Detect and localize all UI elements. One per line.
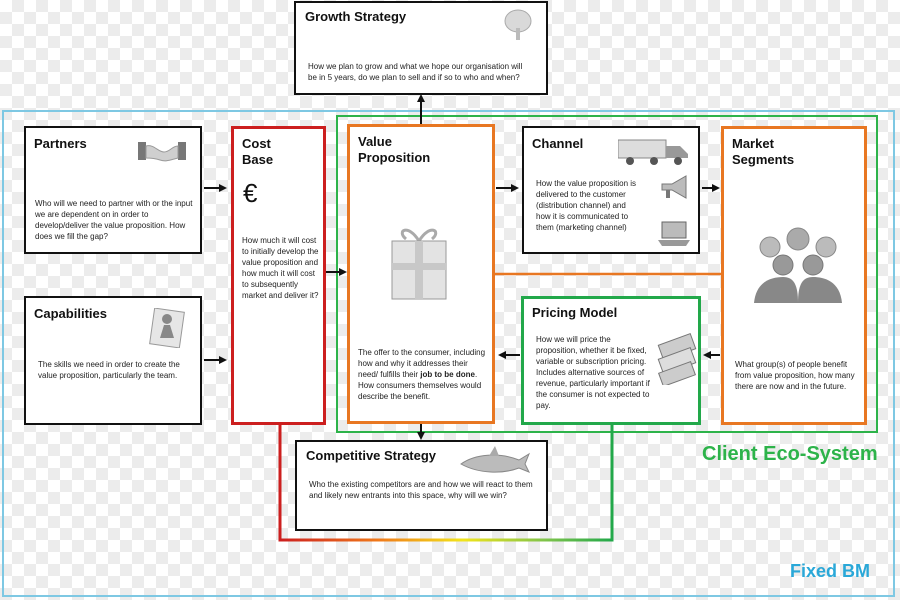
growth-strategy-desc: How we plan to grow and what we hope our… [308,62,523,82]
shark-icon [459,446,531,483]
value-proposition-desc: The offer to the consumer, including how… [358,347,488,402]
capabilities-desc: The skills we need in order to create th… [38,360,180,380]
fixed-bm-frame [2,110,895,597]
value-text-before: The offer to the consumer, including how… [358,348,486,379]
client-ecosystem-label: Client Eco-System [702,443,878,465]
competitive-strategy-title: Competitive Strategy [306,448,437,463]
market-segments-title: Market Segments [732,136,795,167]
growth-strategy-title: Growth Strategy [305,9,407,24]
partners-box: Partners Who will we need to partner wit… [24,126,202,254]
channel-title: Channel [532,136,584,151]
delivery-truck-icon [617,138,690,171]
euro-icon: € [243,178,258,208]
pricing-model-box: Pricing Model How we will price the prop… [521,296,701,425]
partners-desc: Who will we need to partner with or the … [35,199,193,241]
partners-title: Partners [34,136,87,151]
money-stack-icon [656,333,700,390]
channel-box: Channel How the value proposition is del… [522,126,700,254]
market-segments-desc: What group(s) of people benefit from val… [735,360,855,391]
competitive-strategy-desc: Who the existing competitors are and how… [309,480,533,500]
laptop-icon [656,220,692,253]
tree-icon [502,8,534,47]
person-figure-icon [148,307,186,353]
client-ecosystem-frame [336,115,878,433]
growth-strategy-box: Growth Strategy How we plan to grow and … [294,1,548,95]
channel-desc: How the value proposition is delivered t… [536,179,637,232]
gift-box-icon [386,219,452,308]
capabilities-title: Capabilities [34,306,107,321]
handshake-icon [138,138,186,171]
value-text-after: . How consumers themselves would describ… [358,370,482,401]
cost-base-title: Cost Base [242,136,274,167]
cost-base-box: Cost Base € How much it will cost to ini… [231,126,326,425]
cost-to-pricing-link [278,425,614,542]
market-segments-box: Market Segments What group(s) of people … [721,126,867,425]
value-text-bold: job to be done [420,370,475,379]
competitive-strategy-box: Competitive Strategy Who the existing co… [295,440,548,531]
megaphone-icon [660,174,690,205]
pricing-model-title: Pricing Model [532,305,618,320]
pricing-model-desc: How we will price the proposition, wheth… [536,335,650,410]
value-proposition-box: Value Proposition The offer to the consu… [347,124,495,424]
value-proposition-title: Value Proposition [358,134,431,165]
people-group-icon [750,225,846,308]
cost-base-desc: How much it will cost to initially devel… [242,236,319,300]
capabilities-box: Capabilities The skills we need in order… [24,296,202,425]
fixed-bm-label: Fixed BM [790,561,871,581]
